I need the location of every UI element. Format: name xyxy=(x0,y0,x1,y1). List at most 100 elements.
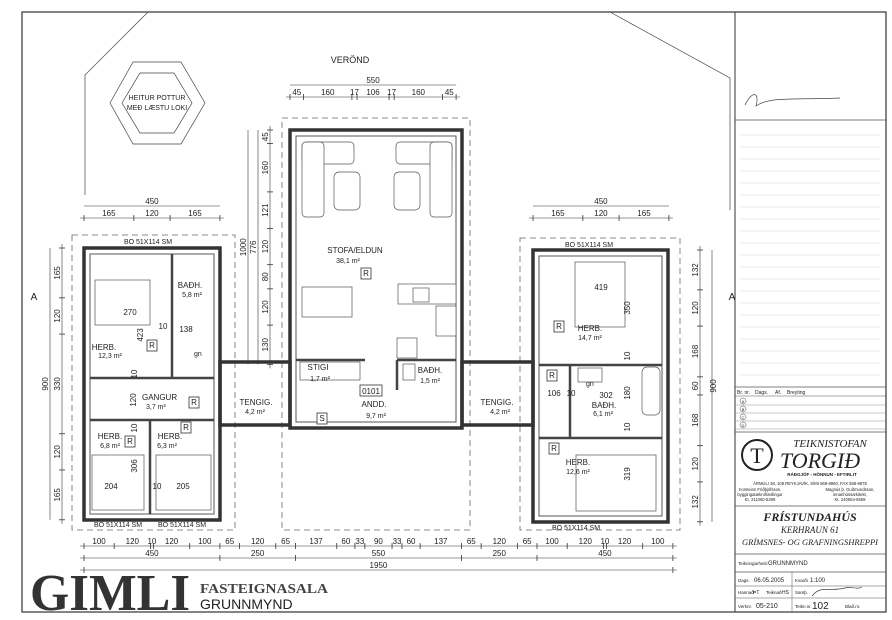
dimension-text: 100 xyxy=(545,537,559,546)
dimension-text: 1950 xyxy=(370,561,388,570)
sheet-border xyxy=(21,11,887,613)
dimension-text: 120 xyxy=(493,537,507,546)
torgid-logo-letter: T xyxy=(750,443,764,468)
room-marker: R xyxy=(127,437,133,446)
rev-header: Br. nr. xyxy=(737,390,750,396)
window-label: BO 51X114 SM xyxy=(124,239,172,246)
roof-outline xyxy=(84,11,731,210)
room-area: 1,5 m² xyxy=(420,378,441,385)
dimension-text: 65 xyxy=(467,537,476,546)
window-label: BO 51X114 SM xyxy=(94,522,142,529)
room-marker-box xyxy=(188,396,200,409)
dimension-text: 80 xyxy=(261,272,270,281)
dimension-text: 250 xyxy=(493,549,507,558)
revision-row-marker xyxy=(739,413,747,421)
rev-header: Af. xyxy=(775,390,781,396)
room-area: 5,8 m² xyxy=(182,292,203,299)
hot-tub: HEITUR POTTUR MEÐ LÆSTU LOKI xyxy=(109,61,206,145)
designer-text: byggingatæknifræðingur xyxy=(737,492,783,497)
date: 06.05.2005 xyxy=(754,578,785,584)
revision-row-marker xyxy=(739,405,747,413)
room-marker: R xyxy=(149,341,155,350)
walls xyxy=(82,128,670,524)
job-no-label: Verknr. xyxy=(738,604,752,609)
dimension-total: 550 xyxy=(366,76,380,85)
room-marker: R xyxy=(551,444,557,453)
dimension-text: 120 xyxy=(691,457,700,471)
scale: 1:100 xyxy=(810,578,826,584)
dimension-text: 120 xyxy=(145,209,159,218)
room-marker-box xyxy=(360,267,372,280)
dimension-text: 165 xyxy=(53,266,62,280)
dim-text: 319 xyxy=(623,467,632,481)
room-name: STIGI xyxy=(308,363,329,372)
dimension-total: 776 xyxy=(249,240,258,254)
fixture-gn: gn xyxy=(194,351,202,358)
rev-header: Dags. xyxy=(755,390,768,396)
dimension-text: 45 xyxy=(261,132,270,141)
dim-text: 10 xyxy=(159,322,168,331)
room-name: ANDD. xyxy=(362,400,387,409)
revision-row-marker xyxy=(739,421,747,429)
room-area: 6,3 m² xyxy=(157,443,178,450)
dimension-text: 450 xyxy=(598,549,612,558)
room-marker-box xyxy=(546,369,558,382)
dimension-text: 33 xyxy=(355,537,364,546)
designer-text: Magnús þ. Guðmundsson, xyxy=(825,487,874,492)
project-address: KERHRAUN 61 xyxy=(780,525,839,535)
room-name: BAÐH. xyxy=(178,281,202,290)
dimension-text: 60 xyxy=(341,537,350,546)
dimension-text: 165 xyxy=(551,209,565,218)
dimension-text: 120 xyxy=(691,301,700,315)
dim-text: 10 xyxy=(623,351,632,360)
revision-row-label: D xyxy=(742,423,745,428)
drawing-name-label: Teikningarheiti: xyxy=(738,561,768,566)
dimension-text: 120 xyxy=(579,537,593,546)
inner-dimensions: 270 423 10 138 120 10 10 306 204 10 205 … xyxy=(104,283,632,491)
gimli-watermark: GIMLI FASTEIGNASALA GRUNNMYND xyxy=(30,565,329,620)
room-area: 9,7 m² xyxy=(366,413,387,420)
drawing-name: GRUNNMYND xyxy=(768,561,808,567)
revision-row-label: C xyxy=(742,415,745,420)
dimension-text: 60 xyxy=(407,537,416,546)
room-marker-box xyxy=(124,435,136,448)
rev-header: Breyting xyxy=(787,390,806,396)
dimension-text: 120 xyxy=(53,309,62,323)
dimension-text: 121 xyxy=(261,203,270,217)
dimension-total: 450 xyxy=(594,197,608,206)
dimension-text: 330 xyxy=(53,377,62,391)
dimension-text: 120 xyxy=(53,445,62,459)
room-area: 4,2 m² xyxy=(245,409,266,416)
room-marker-box xyxy=(548,442,560,455)
dim-text: 350 xyxy=(623,301,632,315)
dimension-text: 137 xyxy=(309,537,323,546)
dimension-text: 250 xyxy=(251,549,265,558)
room-marker: R xyxy=(549,371,555,380)
dim-text: 10 xyxy=(623,422,632,431)
dimension-text: 17 xyxy=(387,88,396,97)
room-area: 1,7 m² xyxy=(310,376,331,383)
left-overhang xyxy=(71,234,236,531)
dimension-text: 160 xyxy=(261,161,270,175)
scale-label: Kvarði xyxy=(795,577,808,583)
dim-text: 204 xyxy=(104,482,118,491)
dimension-text: 10 xyxy=(600,537,609,546)
dim-text: 120 xyxy=(129,393,138,407)
room-name: BAÐH. xyxy=(592,401,616,410)
firm-name: TORGIÐ xyxy=(780,448,860,473)
dimension-text: 165 xyxy=(102,209,116,218)
dim-text: 205 xyxy=(176,482,190,491)
dimension-text: 160 xyxy=(412,88,426,97)
dim-text: 10 xyxy=(567,389,576,398)
room-marker: R xyxy=(191,398,197,407)
dimension-text: 130 xyxy=(261,338,270,352)
dimension-text: 45 xyxy=(292,88,301,97)
room-area: 6,8 m² xyxy=(100,443,121,450)
section-marker-left: A xyxy=(31,292,38,303)
caption: GRUNNMYND xyxy=(200,596,293,612)
room-name: HERB. xyxy=(98,432,122,441)
designer-text: Kt. 240654-5559 xyxy=(835,497,867,502)
gimli-subtitle: FASTEIGNASALA xyxy=(200,582,329,597)
dim-text: 10 xyxy=(130,369,139,378)
